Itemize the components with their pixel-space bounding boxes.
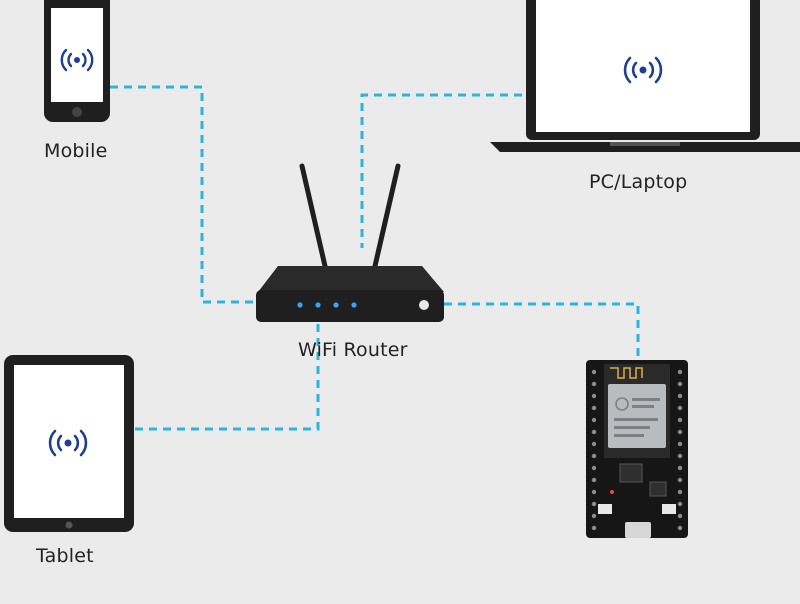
usb-chip xyxy=(619,463,643,483)
board-pins-left xyxy=(591,369,597,531)
boot-button xyxy=(598,504,612,514)
router-antenna-left xyxy=(299,163,328,269)
esp32-board-icon xyxy=(586,360,688,538)
router-device xyxy=(256,163,444,322)
micro-usb-port xyxy=(625,522,651,538)
router-power-button xyxy=(419,300,429,310)
en-button xyxy=(662,504,676,514)
laptop-device xyxy=(490,0,800,152)
link-tablet-router xyxy=(135,322,320,431)
tablet-label: Tablet xyxy=(36,545,94,567)
mobile-device xyxy=(44,0,110,122)
router-label: WiFi Router xyxy=(298,339,408,361)
wifi-signal-icon xyxy=(60,48,94,72)
mobile-label: Mobile xyxy=(44,140,108,162)
link-mobile-router xyxy=(110,85,258,304)
laptop-label: PC/Laptop xyxy=(589,171,688,193)
router-antenna-right xyxy=(372,163,401,269)
board-pins-right xyxy=(677,369,683,531)
wifi-signal-icon xyxy=(623,56,663,84)
module-shield xyxy=(608,384,666,448)
link-laptop-router xyxy=(360,93,522,248)
tablet-device xyxy=(4,355,134,532)
wifi-signal-icon xyxy=(48,429,88,457)
link-esp32-router xyxy=(444,302,640,360)
router-leds xyxy=(297,302,357,308)
connections xyxy=(110,85,640,431)
